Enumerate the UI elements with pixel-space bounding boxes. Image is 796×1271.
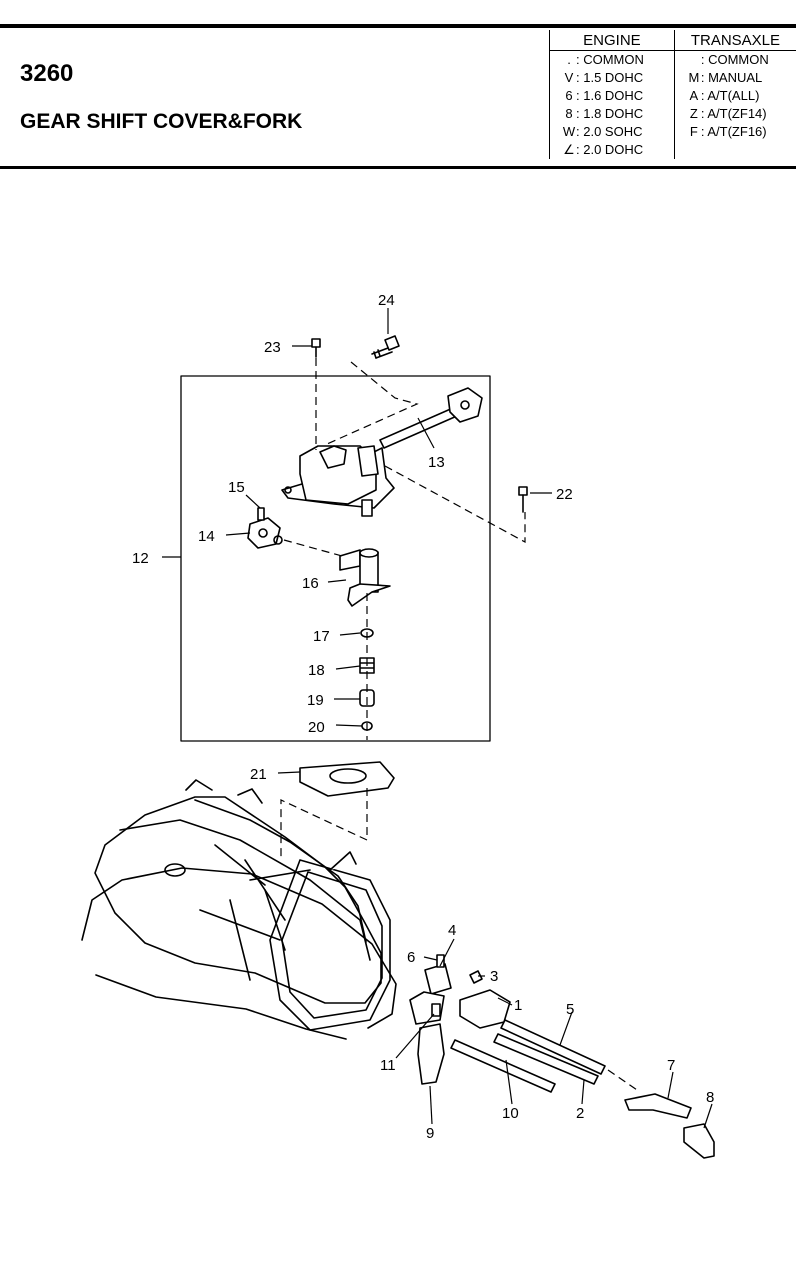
callout-22: 22 — [556, 486, 573, 503]
part-9-fork — [417, 1023, 445, 1085]
callout-12: 12 — [132, 550, 149, 567]
part-4-fork — [409, 963, 452, 1025]
callout-7: 7 — [667, 1057, 675, 1074]
part-15-pin — [257, 507, 265, 521]
shift-cover-housing — [281, 445, 395, 517]
part-7-lever — [624, 1093, 692, 1119]
callout-leaders — [162, 308, 713, 1129]
callout-20: 20 — [308, 719, 325, 736]
part-title: GEAR SHIFT COVER&FORK — [20, 110, 303, 133]
callout-5: 5 — [566, 1001, 574, 1018]
transaxle-code-row: F: A/T(ZF16) — [689, 124, 767, 139]
part-22-bolt — [518, 486, 528, 513]
engine-code-row: ∠: 2.0 DOHC — [563, 142, 644, 157]
callout-14: 14 — [198, 528, 215, 545]
part-24-bolt — [371, 335, 400, 359]
callout-2: 2 — [576, 1105, 584, 1122]
part-5-rod — [500, 1019, 606, 1075]
engine-codes: .: COMMON V: 1.5 DOHC 6: 1.6 DOHC 8: 1.8… — [549, 50, 675, 159]
part-2-rod — [493, 1033, 599, 1085]
applicability-table: ENGINE TRANSAXLE .: COMMON V: 1.5 DOHC 6… — [549, 30, 796, 159]
part-number: 3260 — [20, 60, 74, 87]
callout-24: 24 — [378, 292, 395, 309]
part-21-gasket — [299, 761, 395, 797]
callout-9: 9 — [426, 1125, 434, 1142]
part-23-bolt — [311, 338, 321, 358]
callout-8: 8 — [706, 1089, 714, 1106]
callout-4: 4 — [448, 922, 456, 939]
part-10-rod — [450, 1039, 556, 1093]
transaxle-code-row: : COMMON — [700, 52, 769, 67]
transaxle-code-row: A: A/T(ALL) — [689, 88, 760, 103]
transaxle-code-row: M: MANUAL — [688, 70, 763, 85]
part-11-lock — [431, 1003, 441, 1017]
engine-code-row: V: 1.5 DOHC — [564, 70, 644, 85]
callout-16: 16 — [302, 575, 319, 592]
part-6-pin — [436, 954, 445, 968]
engine-heading: ENGINE — [549, 30, 675, 51]
header-bottom-rule — [0, 166, 796, 169]
part-1-fork — [459, 989, 511, 1029]
engine-code-row: .: COMMON — [567, 52, 644, 67]
transaxle-heading: TRANSAXLE — [673, 30, 796, 51]
callout-6: 6 — [407, 949, 415, 966]
transaxle-case — [81, 779, 397, 1040]
callout-1: 1 — [514, 997, 522, 1014]
assembly-guide-lines — [280, 358, 641, 1093]
transaxle-code-row: Z: A/T(ZF14) — [689, 106, 767, 121]
callout-17: 17 — [313, 628, 330, 645]
engine-code-row: 6: 1.6 DOHC — [565, 88, 644, 103]
callout-11: 11 — [380, 1057, 396, 1074]
assembly-12-frame — [180, 375, 491, 742]
callout-18: 18 — [308, 662, 325, 679]
callout-15: 15 — [228, 479, 245, 496]
callout-13: 13 — [428, 454, 445, 471]
part-14-shift-lug — [247, 517, 283, 549]
header-top-rule — [0, 24, 796, 28]
callout-21: 21 — [250, 766, 267, 783]
callout-19: 19 — [307, 692, 324, 709]
part-8-head — [683, 1123, 715, 1159]
transaxle-codes: : COMMON M: MANUAL A: A/T(ALL) Z: A/T(ZF… — [673, 50, 796, 159]
part-3-pin — [469, 970, 483, 984]
callout-23: 23 — [264, 339, 281, 356]
part-13-shift-rod — [379, 387, 483, 449]
engine-code-row: W: 2.0 SOHC — [562, 124, 643, 139]
engine-code-row: 8: 1.8 DOHC — [565, 106, 644, 121]
part-16-control-finger — [339, 548, 391, 607]
callout-3: 3 — [490, 968, 498, 985]
callout-10: 10 — [502, 1105, 519, 1122]
